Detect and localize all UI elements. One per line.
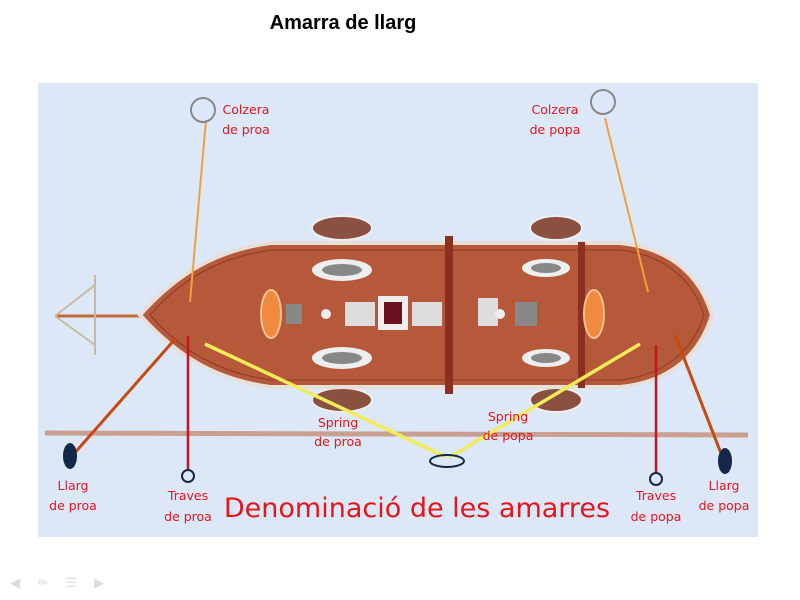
arrow-left-icon[interactable]: ◀ (10, 575, 20, 590)
label-llarg-popa-1: Llarg (709, 478, 740, 493)
spring-proa-line (204, 342, 447, 459)
colzera-popa-line (604, 117, 649, 293)
lifeboats-outer (311, 215, 583, 413)
label-llarg-popa-2: de popa (699, 498, 750, 513)
llarg-popa-line (673, 334, 724, 457)
label-colzera-popa-1: Colzera (532, 102, 579, 117)
label-colzera-popa-2: de popa (530, 122, 581, 137)
arrow-right-icon[interactable]: ▶ (94, 575, 104, 590)
label-traves-popa-2: de popa (631, 509, 682, 524)
label-llarg-proa-1: Llarg (58, 478, 89, 493)
slide-title: Amarra de llarg (269, 12, 417, 34)
traves-proa-ring (181, 469, 195, 483)
colzera-popa-ring (590, 89, 616, 115)
llarg-proa-bollard (63, 443, 77, 469)
label-spring-popa-1: Spring (488, 409, 528, 424)
menu-icon[interactable]: ☰ (65, 575, 77, 590)
slide-navigation: ◀ ✏ ☰ ▶ (6, 576, 108, 590)
label-spring-proa-2: de proa (314, 434, 362, 449)
colzera-proa-ring (190, 97, 216, 123)
deck-details (260, 236, 605, 394)
label-spring-popa-2: de popa (483, 428, 534, 443)
bowsprit (54, 275, 140, 355)
llarg-popa-bollard (718, 448, 732, 474)
label-llarg-proa-2: de proa (49, 498, 97, 513)
label-colzera-proa-2: de proa (222, 122, 270, 137)
label-spring-proa-1: Spring (318, 415, 358, 430)
label-colzera-proa-1: Colzera (223, 102, 270, 117)
spring-popa-line (449, 342, 641, 459)
traves-popa-ring (649, 472, 663, 486)
diagram-caption: Denominació de les amarres (224, 493, 610, 524)
label-traves-proa-1: Traves (167, 488, 208, 503)
spring-ring (429, 454, 465, 468)
colzera-proa-line (189, 119, 207, 303)
llarg-proa-line (70, 337, 178, 457)
label-traves-popa-1: Traves (635, 488, 676, 503)
label-traves-proa-2: de proa (164, 509, 212, 524)
pen-icon[interactable]: ✏ (37, 575, 49, 590)
